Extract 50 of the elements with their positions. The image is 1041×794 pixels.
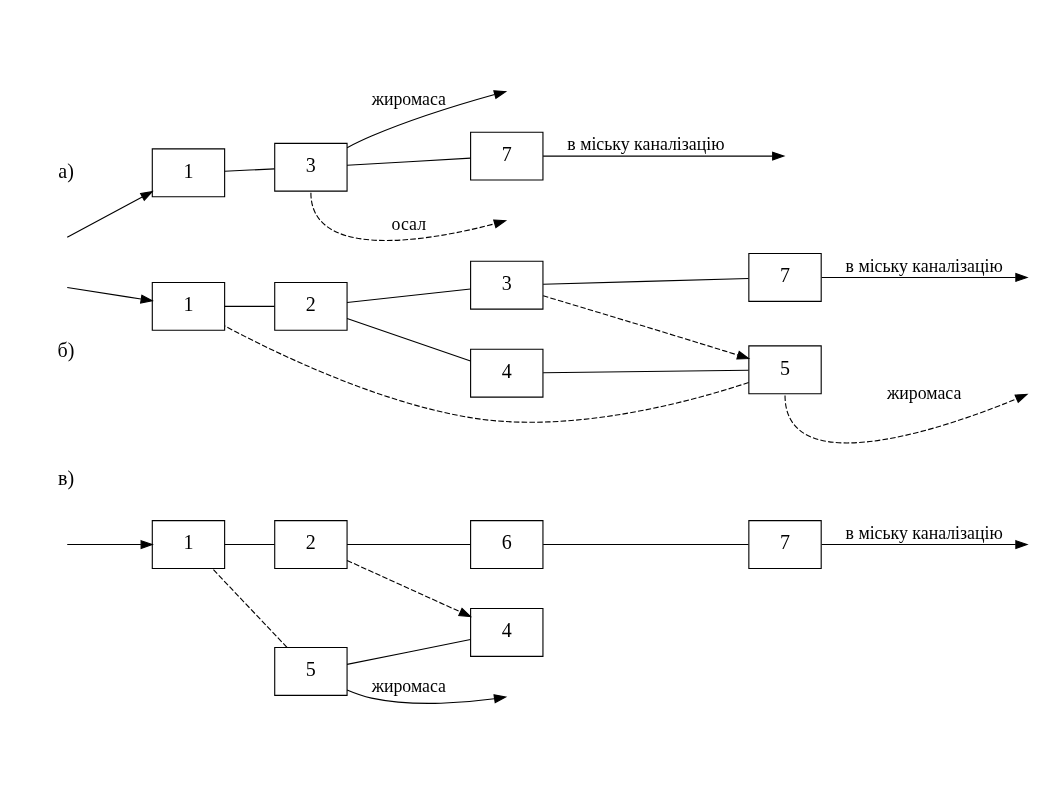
edge-label: в міську каналізацію (845, 522, 1003, 543)
edge-label: осал (391, 214, 427, 235)
node-box: 7 (748, 252, 822, 302)
connector (224, 325, 750, 423)
arrow (784, 393, 1029, 444)
arrow (821, 539, 1029, 550)
node-box: 4 (470, 348, 544, 398)
edge-label: в міську каналізацію (567, 134, 725, 155)
connector (224, 168, 275, 172)
connector (346, 157, 472, 166)
edge-label: в міську каналізацію (845, 255, 1003, 276)
connector (346, 544, 472, 546)
connector (346, 639, 472, 665)
node-box: 2 (274, 281, 348, 331)
connector (224, 305, 275, 307)
arrow (346, 689, 508, 704)
arrow (542, 295, 751, 360)
connector (542, 277, 749, 285)
arrow (346, 559, 473, 618)
arrow (310, 192, 508, 242)
node-box: 7 (748, 520, 822, 570)
node-box: 7 (470, 131, 544, 181)
connector (224, 544, 275, 546)
label: б) (57, 338, 75, 361)
connector (542, 369, 749, 374)
connector (346, 317, 472, 362)
arrow (346, 90, 508, 149)
edge-label: жиромаса (371, 676, 447, 697)
node-box: 1 (151, 281, 226, 331)
connector (211, 568, 288, 648)
node-box: 1 (151, 148, 226, 198)
node-box: 3 (470, 260, 544, 310)
node-box: 1 (151, 520, 226, 570)
edge-label: жиромаса (886, 382, 962, 403)
arrow (66, 190, 154, 238)
node-box: 4 (470, 608, 544, 657)
arrow (66, 539, 154, 550)
label: а) (58, 159, 74, 182)
node-box: 3 (274, 142, 348, 192)
node-box: 6 (470, 520, 544, 570)
arrow (821, 272, 1029, 283)
connector (542, 544, 749, 546)
edge-label: жиромаса (371, 88, 447, 109)
label: в) (57, 466, 75, 489)
arrow (66, 286, 154, 304)
node-box: 5 (274, 646, 348, 696)
connector (346, 288, 472, 304)
arrow (542, 151, 786, 161)
node-box: 2 (274, 520, 348, 570)
node-box: 5 (748, 345, 822, 395)
